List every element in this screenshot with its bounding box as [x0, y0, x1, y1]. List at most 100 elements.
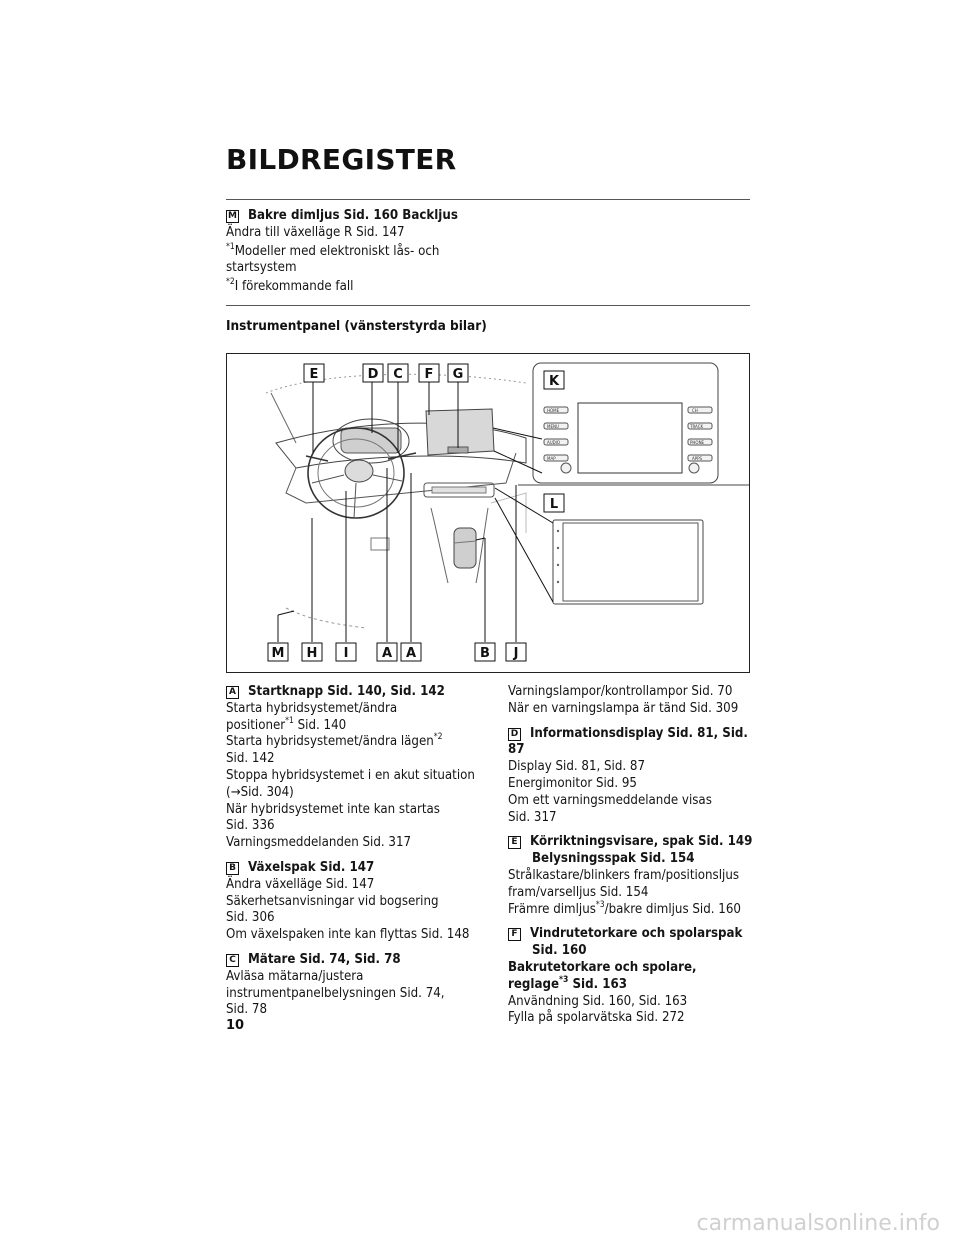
- fig-label-m: M: [272, 646, 285, 661]
- item-f-line: Fylla på spolarvätska Sid. 272: [508, 1010, 685, 1026]
- badge-f: F: [508, 928, 521, 942]
- screen-btn-apps: APPS: [692, 456, 703, 461]
- badge-m: M: [226, 210, 239, 223]
- screen-btn-home: HOME: [547, 408, 560, 413]
- item-c-line: När en varningslampa är tänd Sid. 309: [508, 700, 739, 716]
- fig-label-a1: A: [382, 646, 392, 661]
- fig-label-k: K: [549, 374, 560, 389]
- fig-label-b: B: [480, 646, 490, 661]
- item-e-line: Strålkastare/blinkers fram/positionsljus: [508, 867, 740, 883]
- item-a-line: När hybridsystemet inte kan startas: [226, 801, 440, 817]
- fig-label-h: H: [307, 646, 318, 661]
- watermark: carmanualsonline.info: [696, 1211, 940, 1236]
- item-c-line: instrumentpanelbelysningen Sid. 74,: [226, 985, 445, 1001]
- dashboard-illustration: E D C F G K L M H I A A B J HOME MENU AU…: [226, 353, 750, 673]
- item-f-heading: F Vindrutetorkare och spolarspak: [508, 926, 753, 943]
- item-a-line: (→Sid. 304): [226, 784, 294, 800]
- item-e-title: Körriktningsvisare, spak Sid. 149: [530, 834, 753, 850]
- right-column: Varningslampor/kontrollampor Sid. 70 När…: [508, 684, 753, 1027]
- fig-label-d: D: [368, 367, 379, 382]
- item-d-title: Informationsdisplay Sid. 81, Sid. 87: [508, 725, 748, 758]
- item-b-line: Ändra växelläge Sid. 147: [226, 876, 375, 892]
- item-f-text: Sid. 163: [568, 976, 627, 992]
- item-c-heading: C Mätare Sid. 74, Sid. 78: [226, 952, 491, 969]
- item-e-heading: E Körriktningsvisare, spak Sid. 149: [508, 834, 753, 851]
- item-e-text: Främre dimljus: [508, 901, 596, 917]
- m-heading-text: Bakre dimljus Sid. 160 Backljus: [248, 208, 458, 223]
- fig-label-g: G: [453, 367, 464, 382]
- item-a-line: Starta hybridsystemet/ändra lägen*2: [226, 732, 491, 751]
- item-a-text: Sid. 140: [293, 717, 347, 733]
- item-e-line: Främre dimljus*3/bakre dimljus Sid. 160: [508, 899, 753, 919]
- top-block: M Bakre dimljus Sid. 160 Backljus Ändra t…: [226, 208, 486, 296]
- item-a-line: Sid. 336: [226, 818, 275, 834]
- item-f-title-2: Sid. 160: [532, 943, 587, 959]
- item-d-line: Display Sid. 81, Sid. 87: [508, 759, 646, 775]
- fig-label-a2: A: [406, 646, 416, 661]
- item-c-line: Varningslampor/kontrollampor Sid. 70: [508, 684, 733, 699]
- footnote-1: *1Modeller med elektroniskt lås- och: [226, 241, 486, 261]
- footnote-1-cont: startsystem: [226, 260, 297, 276]
- item-a-line: Varningsmeddelanden Sid. 317: [226, 835, 412, 851]
- item-a-line: positioner*1 Sid. 140: [226, 715, 491, 735]
- item-a-title: Startknapp Sid. 140, Sid. 142: [248, 684, 445, 699]
- item-c-title: Mätare Sid. 74, Sid. 78: [248, 951, 401, 967]
- screen-btn-map: MAP: [547, 456, 556, 461]
- fig-label-i: I: [344, 646, 349, 661]
- screen-btn-track: TRACK: [689, 424, 704, 429]
- left-column: A Startknapp Sid. 140, Sid. 142 Starta hy…: [226, 684, 491, 1019]
- section-rule: [226, 305, 750, 306]
- screen-btn-ch: CH: [692, 408, 698, 413]
- item-e-line: fram/varselljus Sid. 154: [508, 884, 649, 900]
- title-rule: [226, 199, 750, 200]
- item-a-text: positioner: [226, 717, 286, 733]
- item-a-line: Stoppa hybridsystemet i en akut situatio…: [226, 767, 475, 783]
- item-a-text: Starta hybridsystemet/ändra lägen: [226, 734, 434, 750]
- item-f-subheading: reglage*3 Sid. 163: [508, 974, 753, 994]
- fig-label-l: L: [550, 497, 558, 512]
- item-b-line: Sid. 306: [226, 910, 275, 926]
- footnote-mark: *2: [433, 732, 443, 743]
- footnote-2: *2I förekommande fall: [226, 277, 486, 296]
- page-number: 10: [226, 1018, 245, 1033]
- item-a-line: Sid. 142: [226, 751, 275, 767]
- item-f-line: Användning Sid. 160, Sid. 163: [508, 993, 688, 1009]
- item-c-line: Sid. 78: [226, 1002, 267, 1018]
- item-b-title: Växelspak Sid. 147: [248, 859, 375, 875]
- badge-b: B: [226, 861, 239, 875]
- fig-label-c: C: [393, 367, 403, 382]
- item-e-text: /bakre dimljus Sid. 160: [604, 901, 741, 917]
- footnote-mark: *1: [285, 715, 294, 726]
- item-d-line: Energimonitor Sid. 95: [508, 775, 637, 791]
- footnote-mark: *1: [226, 241, 235, 252]
- page-title: BILDREGISTER: [226, 143, 457, 176]
- screen-btn-audio: AUDIO: [547, 440, 560, 445]
- footnote-text: I förekommande fall: [234, 279, 354, 295]
- screen-btn-phone: PHONE: [690, 440, 705, 445]
- item-f-text: reglage: [508, 976, 560, 992]
- fig-label-f: F: [425, 367, 434, 382]
- footnote-mark: *3: [559, 974, 569, 985]
- item-a-heading: A Startknapp Sid. 140, Sid. 142: [226, 684, 491, 701]
- item-c-line: Avläsa mätarna/justera: [226, 968, 364, 984]
- badge-c: C: [226, 953, 239, 967]
- badge-d: D: [508, 727, 521, 741]
- item-b-line: Om växelspaken inte kan flyttas Sid. 148: [226, 927, 470, 943]
- item-d-line: Om ett varningsmeddelande visas: [508, 792, 712, 808]
- footnote-text: Modeller med elektroniskt lås- och: [234, 243, 440, 259]
- item-b-heading: B Växelspak Sid. 147: [226, 860, 491, 877]
- fig-label-e: E: [310, 367, 319, 382]
- m-heading: M Bakre dimljus Sid. 160 Backljus: [226, 208, 486, 225]
- item-d-line: Sid. 317: [508, 809, 557, 825]
- footnote-mark: *3: [595, 899, 605, 910]
- screen-btn-menu: MENU: [547, 424, 559, 429]
- item-f-title: Vindrutetorkare och spolarspak: [530, 926, 743, 942]
- item-f-subheading: Bakrutetorkare och spolare,: [508, 959, 697, 975]
- badge-a: A: [226, 686, 239, 699]
- badge-e: E: [508, 836, 521, 850]
- item-a-line: Starta hybridsystemet/ändra: [226, 700, 398, 716]
- section-title: Instrumentpanel (vänsterstyrda bilar): [226, 318, 487, 334]
- footnote-mark: *2: [226, 277, 235, 288]
- m-line: Ändra till växelläge R Sid. 147: [226, 224, 405, 240]
